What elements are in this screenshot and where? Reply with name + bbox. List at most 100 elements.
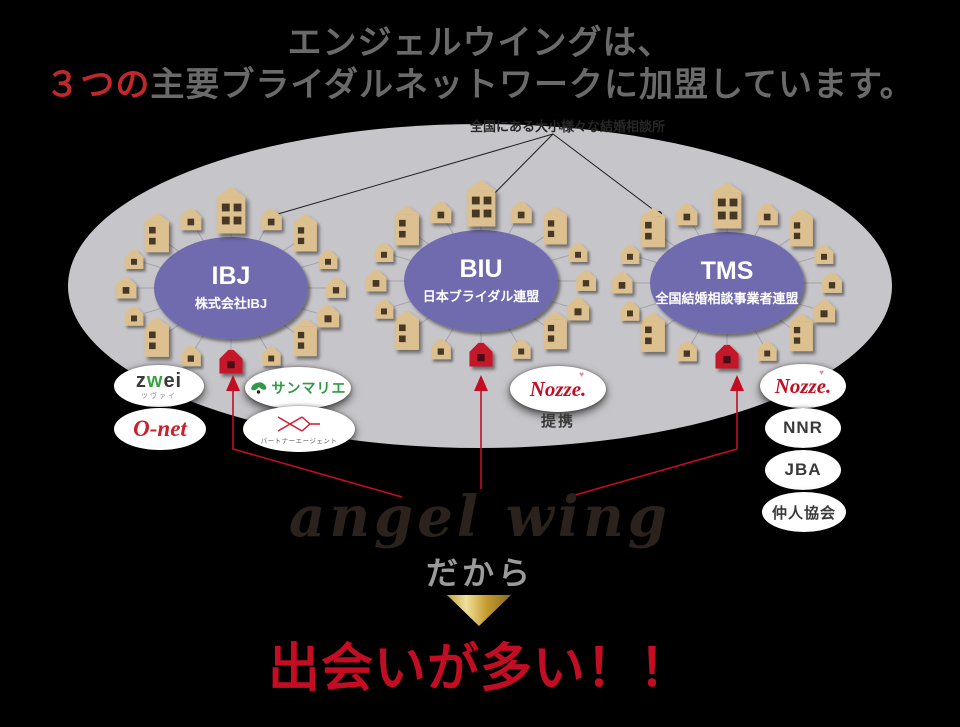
heart-icon: ♥: [819, 368, 824, 377]
headline-highlight: ３つの: [45, 66, 151, 104]
house-icon: [261, 346, 281, 366]
nakodo-label: 仲人協会: [771, 504, 836, 522]
house-icon: [620, 244, 640, 265]
heart-icon: ♥: [579, 370, 584, 379]
red-arrowhead-icon: [226, 375, 240, 391]
house-icon: [180, 208, 202, 231]
badge-partner-agent: パートナーエージェント: [243, 406, 355, 452]
building-icon: [293, 318, 317, 357]
partnership-label: 提携: [540, 413, 575, 430]
house-icon: [374, 299, 394, 319]
dakara-label: だから: [425, 555, 534, 591]
building-icon: [712, 181, 742, 229]
badge-jba: JBA: [765, 450, 841, 490]
building-icon: [394, 205, 419, 246]
house-icon: [676, 341, 697, 362]
building-icon: [293, 213, 317, 252]
house-icon: [568, 242, 588, 263]
red-arrowhead-icon: [730, 375, 744, 391]
house-icon: [822, 272, 842, 293]
zwei-logo-heart: w: [146, 369, 164, 392]
cluster-ibj: IBJ 株式会社IBJ: [126, 214, 336, 362]
nnr-label: NNR: [783, 418, 823, 437]
house-icon: [180, 346, 201, 367]
house-icon: [620, 301, 640, 321]
house-icon: [115, 277, 137, 299]
house-icon: [567, 297, 590, 321]
building-icon: [543, 206, 567, 245]
house-icon: [676, 203, 698, 226]
house-icon: [814, 244, 834, 265]
zwei-logo-part: z: [135, 369, 147, 392]
zwei-logo-part: ei: [163, 369, 183, 392]
cluster-name: TMS: [701, 257, 754, 285]
red-house-icon: [715, 344, 739, 369]
house-icon: [576, 270, 596, 291]
angel-wing-script: angel wing: [289, 484, 671, 550]
badge-onet: O-net: [114, 408, 206, 450]
nozze-logo: Nozze.: [529, 376, 587, 401]
badge-zwei: zwei ツヴァイ: [114, 365, 204, 407]
house-icon: [317, 304, 340, 328]
red-house-icon: [469, 342, 493, 367]
cluster-ellipse: [650, 232, 804, 334]
building-icon: [640, 207, 665, 248]
house-icon: [511, 339, 531, 359]
building-icon: [466, 179, 496, 227]
house-icon: [510, 201, 532, 224]
red-house-icon: [219, 349, 243, 374]
caption-connector-line: [552, 133, 660, 215]
building-icon: [789, 313, 813, 352]
leaf-icon: [250, 382, 266, 394]
building-icon: [394, 310, 419, 350]
house-icon: [124, 249, 144, 270]
building-icon: [789, 208, 813, 247]
badge-nnr: NNR: [765, 408, 841, 448]
jba-label: JBA: [784, 460, 822, 479]
cluster-org: 株式会社IBJ: [195, 296, 267, 311]
cluster-biu: BIU 日本ブライダル連盟: [376, 207, 586, 355]
red-arrow-line: [567, 391, 738, 498]
house-icon: [318, 249, 338, 270]
cluster-ellipse: [154, 237, 308, 339]
house-icon: [430, 201, 452, 224]
result-text: 出会いが多い！！: [267, 640, 692, 698]
house-icon: [813, 299, 836, 323]
sunmarie-label: サンマリエ: [271, 380, 347, 396]
nozze-logo: Nozze.: [774, 373, 832, 398]
zwei-sub-label: ツヴァイ: [141, 392, 177, 400]
building-icon: [216, 186, 246, 234]
house-icon: [260, 208, 282, 231]
zwei-logo: zwei: [135, 369, 183, 392]
headline: エンジェルウイングは、 ３つの主要ブライダルネットワークに加盟しています。: [0, 22, 960, 106]
house-icon: [756, 203, 778, 226]
headline-rest: 主要ブライダルネットワークに加盟しています。: [150, 66, 915, 104]
cluster-ellipse: [404, 230, 558, 332]
house-icon: [430, 339, 451, 360]
partner-agent-logo-icon: [277, 415, 320, 432]
house-icon: [365, 270, 387, 292]
network-caption: 全国にある大小様々な結婚相談所: [469, 119, 665, 134]
house-icon: [124, 306, 144, 326]
cluster-name: BIU: [459, 255, 502, 283]
badge-nakodo-kyokai: 仲人協会: [762, 492, 846, 532]
partner-agent-label: パートナーエージェント: [260, 437, 338, 445]
onet-logo: O-net: [133, 416, 187, 441]
headline-line2: ３つの主要ブライダルネットワークに加盟しています。: [0, 64, 960, 106]
house-icon: [611, 272, 633, 294]
headline-line1: エンジェルウイングは、: [287, 24, 673, 62]
cluster-org: 全国結婚相談事業者連盟: [654, 291, 798, 306]
cluster-name: IBJ: [212, 262, 251, 290]
house-icon: [326, 277, 346, 298]
cluster-org: 日本ブライダル連盟: [423, 289, 539, 304]
building-icon: [144, 317, 169, 357]
caption-connector-line: [270, 133, 554, 217]
building-icon: [640, 312, 665, 352]
red-arrow-line: [232, 391, 403, 498]
cluster-tms: TMS 全国結婚相談事業者連盟: [622, 209, 832, 357]
badge-sunmarie: サンマリエ: [245, 367, 351, 409]
building-icon: [543, 311, 567, 350]
house-icon: [374, 242, 394, 263]
